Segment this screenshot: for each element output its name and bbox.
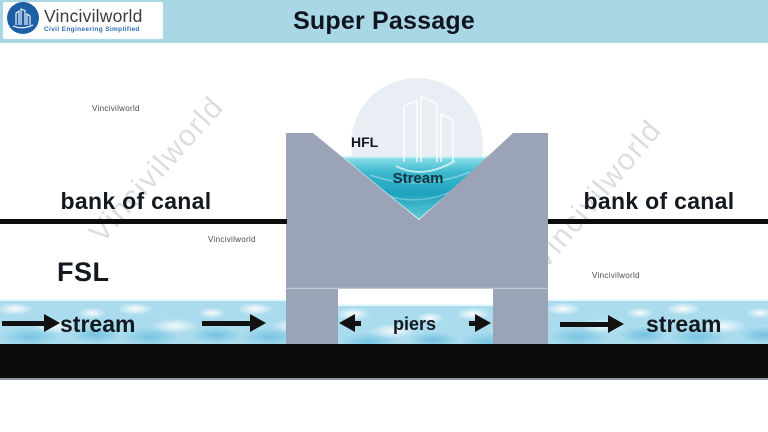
page-title: Super Passage <box>293 7 475 35</box>
piers-label: piers <box>393 314 437 334</box>
abutment-right <box>493 289 548 345</box>
flow-arrow-right-icon <box>560 315 624 333</box>
stream-right-label: stream <box>646 311 722 337</box>
watermark-text: Vincivilworld <box>208 235 256 244</box>
stream-left-label: stream <box>60 311 136 337</box>
header-bar: Super Passage Vincivilworld Civil Engine… <box>0 0 768 43</box>
flow-arrow-right-icon <box>202 314 266 332</box>
fsl-label: FSL <box>57 257 110 287</box>
canal-bank-line-right <box>548 219 768 224</box>
bank-of-canal-right-label: bank of canal <box>583 188 735 214</box>
buildings-icon <box>6 1 40 40</box>
trough-stream-label: Stream <box>392 170 444 187</box>
piers-opening <box>338 289 493 344</box>
vincivilworld-logo: Vincivilworld Civil Engineering Simplifi… <box>3 2 163 39</box>
watermark-text: Vincivilworld <box>592 271 640 280</box>
canal-bank-line-left <box>0 219 287 224</box>
abutment-left <box>286 289 338 345</box>
bank-of-canal-left-label: bank of canal <box>60 188 212 214</box>
flow-arrow-right-icon <box>469 314 491 332</box>
hfl-label: HFL <box>351 134 379 150</box>
logo-tagline: Civil Engineering Simplified <box>44 26 140 33</box>
flow-arrow-right-icon <box>2 314 60 332</box>
ground-band <box>0 344 768 380</box>
flow-arrow-left-icon <box>339 314 361 332</box>
watermark-text: Vincivilworld <box>92 104 140 113</box>
logo-name: Vincivilworld <box>44 5 143 26</box>
piers-water <box>338 304 493 344</box>
